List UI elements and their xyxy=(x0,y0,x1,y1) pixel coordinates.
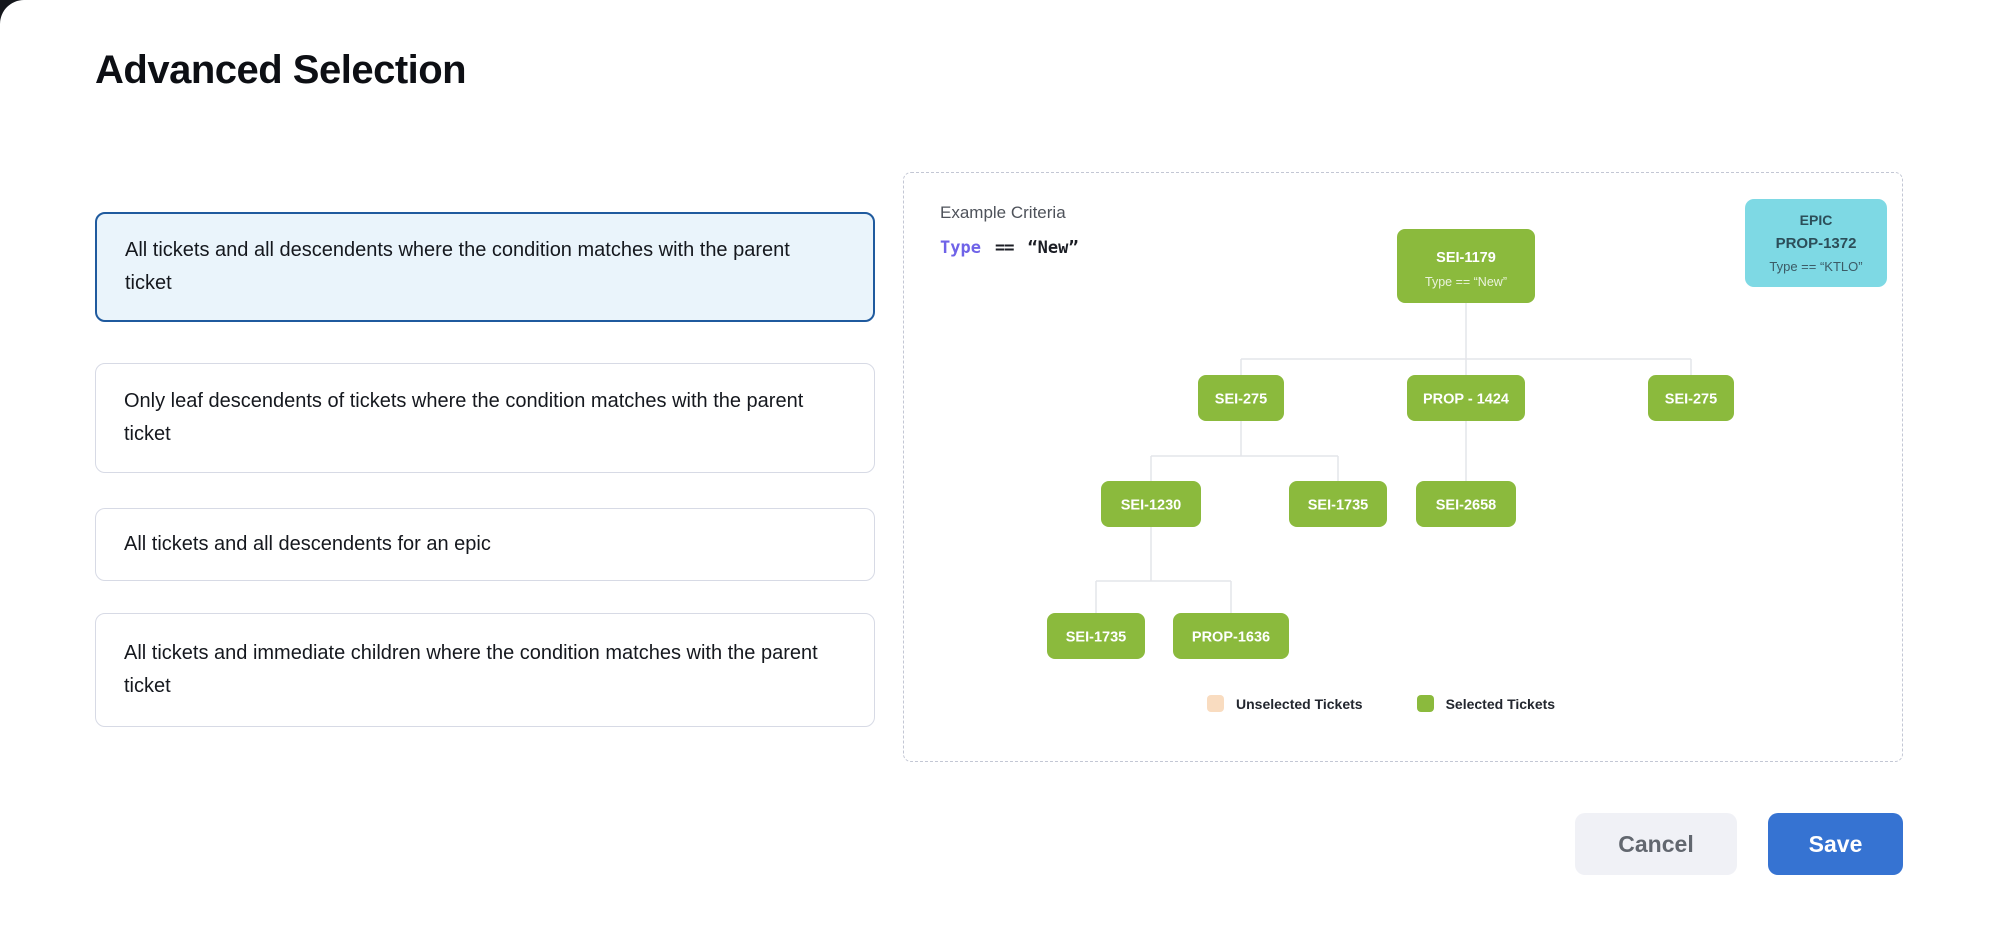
tree-node-label: SEI-1230 xyxy=(1121,498,1181,514)
option-card-all-descendents-epic[interactable]: All tickets and all descendents for an e… xyxy=(95,508,875,581)
option-label: All tickets and immediate children where… xyxy=(124,642,818,697)
tree-node xyxy=(1173,613,1289,659)
page-title: Advanced Selection xyxy=(95,48,467,92)
dialog-footer: Cancel Save xyxy=(1575,813,1903,875)
tree-connectors xyxy=(1095,303,1692,613)
option-label: Only leaf descendents of tickets where t… xyxy=(124,390,804,445)
tree-node xyxy=(1416,481,1516,527)
criteria-operator: == xyxy=(994,238,1015,258)
tree-node-label: SEI-275 xyxy=(1215,392,1267,408)
tree-node xyxy=(1397,229,1535,303)
epic-card: EPIC PROP-1372 Type == “KTLO” xyxy=(1745,199,1887,287)
tree-node-condition: Type == “New” xyxy=(1425,275,1507,289)
legend-item-unselected: Unselected Tickets xyxy=(1207,695,1363,712)
unselected-tickets-swatch xyxy=(1207,695,1224,712)
save-button[interactable]: Save xyxy=(1768,813,1903,875)
option-card-immediate-children-condition[interactable]: All tickets and immediate children where… xyxy=(95,613,875,727)
tree-node xyxy=(1289,481,1387,527)
criteria-expression: Type == “New” xyxy=(940,238,1079,258)
tree-legend: Unselected Tickets Selected Tickets xyxy=(1207,695,1555,712)
legend-item-selected: Selected Tickets xyxy=(1416,695,1556,712)
epic-condition: Type == “KTLO” xyxy=(1769,259,1863,274)
option-card-all-descendents-condition[interactable]: All tickets and all descendents where th… xyxy=(95,212,875,322)
tree-node-label: SEI-1735 xyxy=(1308,498,1368,514)
tree-node-label: SEI-275 xyxy=(1665,392,1717,408)
epic-ticket-id: PROP-1372 xyxy=(1775,235,1857,252)
selection-options-list: All tickets and all descendents where th… xyxy=(95,212,875,727)
tree-node xyxy=(1648,375,1734,421)
example-criteria-label: Example Criteria xyxy=(940,203,1066,222)
tree-node-label: SEI-1179 xyxy=(1436,250,1496,266)
legend-label-selected: Selected Tickets xyxy=(1445,695,1556,712)
option-label: All tickets and all descendents for an e… xyxy=(124,533,491,555)
tree-node-label: SEI-2658 xyxy=(1436,498,1496,514)
tree-node-label: SEI-1735 xyxy=(1066,630,1126,646)
criteria-value: “New” xyxy=(1027,238,1079,258)
tree-node-label: PROP - 1424 xyxy=(1423,392,1509,408)
tree-node xyxy=(1047,613,1145,659)
criteria-field: Type xyxy=(940,238,981,258)
tree-node xyxy=(1198,375,1284,421)
example-criteria-block: Example Criteria Type == “New” xyxy=(940,203,1079,258)
tree-node xyxy=(1101,481,1201,527)
selected-tickets-swatch xyxy=(1416,695,1434,712)
option-label: All tickets and all descendents where th… xyxy=(125,239,790,294)
tree-node xyxy=(1407,375,1525,421)
epic-type-label: EPIC xyxy=(1799,212,1833,228)
tree-node-label: PROP-1636 xyxy=(1192,630,1270,646)
legend-label-unselected: Unselected Tickets xyxy=(1236,695,1363,712)
cancel-button[interactable]: Cancel xyxy=(1575,813,1737,875)
option-card-leaf-descendents-condition[interactable]: Only leaf descendents of tickets where t… xyxy=(95,363,875,473)
